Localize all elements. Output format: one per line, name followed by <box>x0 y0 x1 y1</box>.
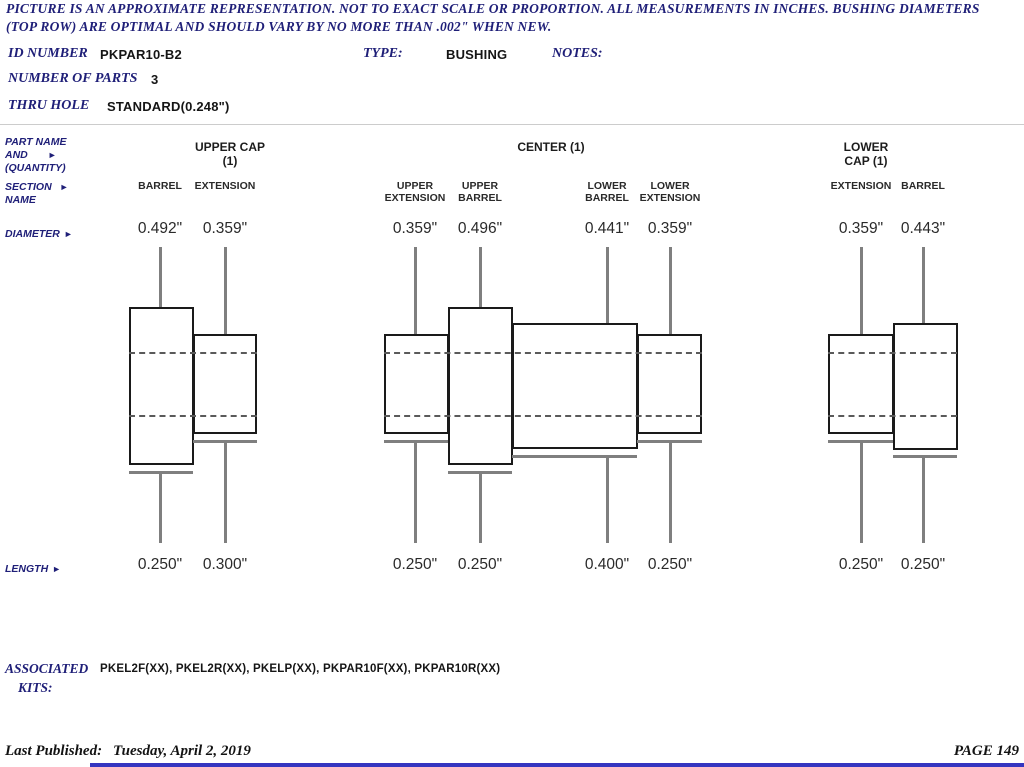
length-value: 0.250" <box>457 556 503 573</box>
leader-line <box>606 458 609 543</box>
leader-line <box>479 247 482 307</box>
thru-hole-dashed-line <box>384 352 702 354</box>
diameter-value: 0.359" <box>202 220 248 237</box>
part-header-upper-cap: UPPER CAP (1) <box>194 140 266 168</box>
section-rect-center-lower-barrel <box>512 323 638 449</box>
last-published-label: Last Published: <box>5 743 103 759</box>
leader-line <box>224 443 227 543</box>
section-name-row-label: SECTION► NAME <box>5 181 69 206</box>
leader-line <box>922 247 925 323</box>
part-header-lower-cap: LOWER CAP (1) <box>843 140 889 168</box>
length-value: 0.300" <box>202 556 248 573</box>
length-value: 0.250" <box>392 556 438 573</box>
leader-line <box>159 247 162 307</box>
type-value: BUSHING <box>446 47 508 62</box>
thru-hole-dashed-line <box>828 415 957 417</box>
arrow-right-icon: ► <box>63 229 73 239</box>
length-bar <box>893 455 957 458</box>
thru-hole-dashed-line <box>129 415 257 417</box>
thru-hole-label: THRU HOLE <box>8 98 90 113</box>
associated-kits-label-line2: KITS: <box>18 680 53 695</box>
length-bar <box>448 471 512 474</box>
length-bar <box>193 440 257 443</box>
diameter-value: 0.492" <box>137 220 183 237</box>
thru-hole-dashed-line <box>384 415 702 417</box>
length-value: 0.250" <box>838 556 884 573</box>
diameter-value: 0.443" <box>900 220 946 237</box>
arrow-right-icon: ► <box>59 182 69 192</box>
arrow-right-icon: ► <box>47 150 57 160</box>
disclaimer-text: PICTURE IS AN APPROXIMATE REPRESENTATION… <box>6 1 980 34</box>
length-bar <box>637 440 702 443</box>
leader-line <box>860 247 863 334</box>
associated-kits-label-line1: ASSOCIATED <box>5 661 89 676</box>
notes-label: NOTES: <box>552 46 603 61</box>
id-number-label: ID NUMBER <box>8 46 88 61</box>
header-divider <box>0 124 1024 125</box>
section-rect-center-lower-extension <box>637 334 702 434</box>
length-bar <box>828 440 893 443</box>
leader-line <box>224 247 227 334</box>
diameter-row-label: DIAMETER► <box>5 228 73 240</box>
part-name-row-label-line3: (QUANTITY) <box>5 162 66 174</box>
number-of-parts-label: NUMBER OF PARTS <box>8 71 138 86</box>
part-name-row-label-line1: PART NAME <box>5 136 67 148</box>
diameter-value: 0.496" <box>457 220 503 237</box>
diameter-value: 0.359" <box>838 220 884 237</box>
type-label: TYPE: <box>363 46 403 61</box>
section-rect-upper-cap-extension <box>193 334 257 434</box>
leader-line <box>922 458 925 543</box>
diameter-value: 0.441" <box>584 220 630 237</box>
thru-hole-value: STANDARD(0.248") <box>107 99 230 114</box>
leader-line <box>669 247 672 334</box>
leader-line <box>860 443 863 543</box>
bottom-blue-bar <box>90 763 1024 767</box>
section-label: BARREL <box>138 180 182 192</box>
length-bar <box>384 440 448 443</box>
id-number-value: PKPAR10-B2 <box>100 47 182 62</box>
section-label: EXTENSION <box>194 180 256 192</box>
length-value: 0.400" <box>584 556 630 573</box>
section-rect-lower-cap-barrel <box>893 323 958 450</box>
leader-line <box>414 247 417 334</box>
length-bar <box>512 455 637 458</box>
page-number: PAGE 149 <box>953 743 1019 759</box>
section-rect-upper-cap-barrel <box>129 307 194 465</box>
arrow-right-icon: ► <box>52 564 62 574</box>
length-value: 0.250" <box>647 556 693 573</box>
leader-line <box>159 474 162 543</box>
last-published-value: Tuesday, April 2, 2019 <box>113 743 251 759</box>
length-row-label: LENGTH► <box>5 563 62 575</box>
part-name-row-label: PART NAME AND► (QUANTITY) <box>5 136 67 174</box>
section-label: BARREL <box>901 180 945 192</box>
diameter-value: 0.359" <box>647 220 693 237</box>
leader-line <box>669 443 672 543</box>
leader-line <box>414 443 417 543</box>
leader-line <box>479 474 482 543</box>
associated-kits-value: PKEL2F(XX), PKEL2R(XX), PKELP(XX), PKPAR… <box>100 663 501 675</box>
thru-hole-dashed-line <box>129 352 257 354</box>
thru-hole-dashed-line <box>828 352 957 354</box>
number-of-parts-value: 3 <box>151 72 159 87</box>
length-value: 0.250" <box>137 556 183 573</box>
diameter-value: 0.359" <box>392 220 438 237</box>
section-label: EXTENSION <box>830 180 892 192</box>
length-value: 0.250" <box>900 556 946 573</box>
section-rect-center-upper-extension <box>384 334 449 434</box>
part-header-center: CENTER (1) <box>517 140 585 154</box>
leader-line <box>606 247 609 323</box>
section-rect-center-upper-barrel <box>448 307 513 465</box>
section-rect-lower-cap-extension <box>828 334 894 434</box>
length-bar <box>129 471 193 474</box>
